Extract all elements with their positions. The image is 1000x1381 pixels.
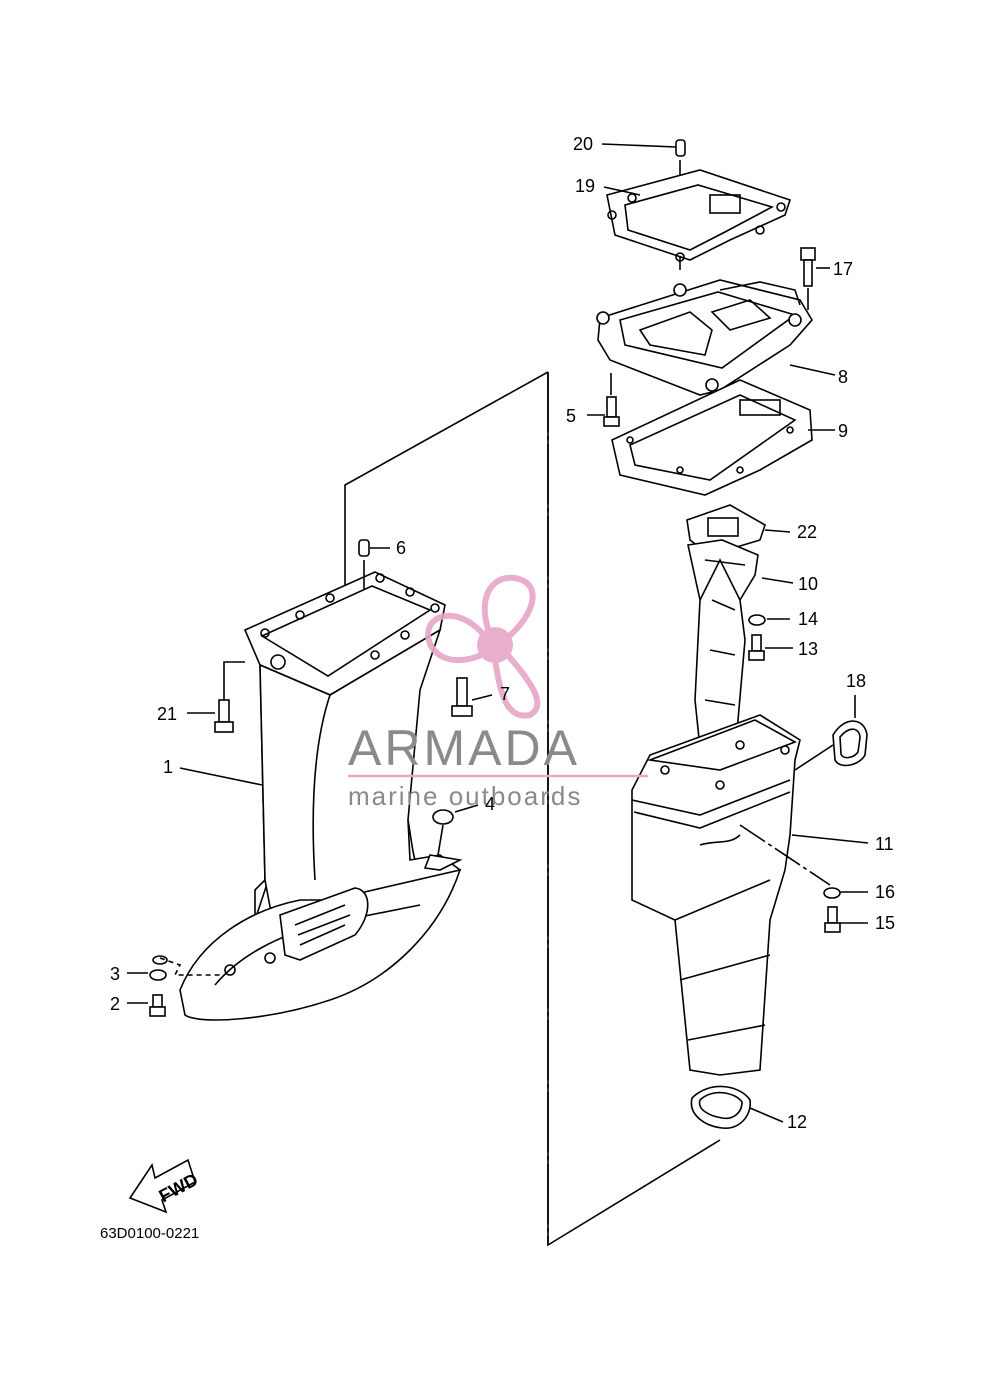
- callout-11: 11: [875, 834, 894, 854]
- callout-20: 20: [573, 134, 593, 154]
- callout-3: 3: [110, 964, 120, 984]
- callout-15: 15: [875, 913, 895, 933]
- callout-13: 13: [798, 639, 818, 659]
- callout-4: 4: [485, 794, 495, 814]
- callout-21: 21: [157, 704, 177, 724]
- callout-10: 10: [798, 574, 818, 594]
- callout-22: 22: [797, 522, 817, 542]
- callout-7: 7: [500, 684, 510, 704]
- top-plate-parts: [596, 139, 816, 496]
- part-code: 63D0100-0221: [100, 1225, 199, 1242]
- armada-watermark: ARMADA marine outboards: [348, 574, 648, 811]
- propeller-logo-icon: [424, 574, 541, 719]
- small-hardware-left: [149, 539, 473, 1017]
- watermark-tagline: marine outboards: [348, 781, 582, 811]
- oil-pan-parts: [631, 714, 868, 1129]
- callout-17: 17: [833, 259, 853, 279]
- callout-5: 5: [566, 406, 576, 426]
- callout-14: 14: [798, 609, 818, 629]
- callout-labels: 20 19 17 8 5 9 6 22 10 14 13 18 7 21 1 4…: [110, 134, 895, 1132]
- assembly-guide-lines: [344, 371, 721, 1247]
- callout-6: 6: [396, 538, 406, 558]
- callout-2: 2: [110, 994, 120, 1014]
- leader-lines: [127, 143, 869, 1123]
- callout-9: 9: [838, 421, 848, 441]
- exhaust-manifold-parts: [686, 504, 766, 749]
- callout-18: 18: [846, 671, 866, 691]
- watermark-brand-name: ARMADA: [348, 720, 580, 776]
- callout-1: 1: [163, 757, 173, 777]
- callout-19: 19: [575, 176, 595, 196]
- callout-8: 8: [838, 367, 848, 387]
- fwd-arrow-icon: FWD: [128, 1158, 201, 1214]
- callout-12: 12: [787, 1112, 807, 1132]
- upper-case-part: [179, 571, 463, 1021]
- callout-16: 16: [875, 882, 895, 902]
